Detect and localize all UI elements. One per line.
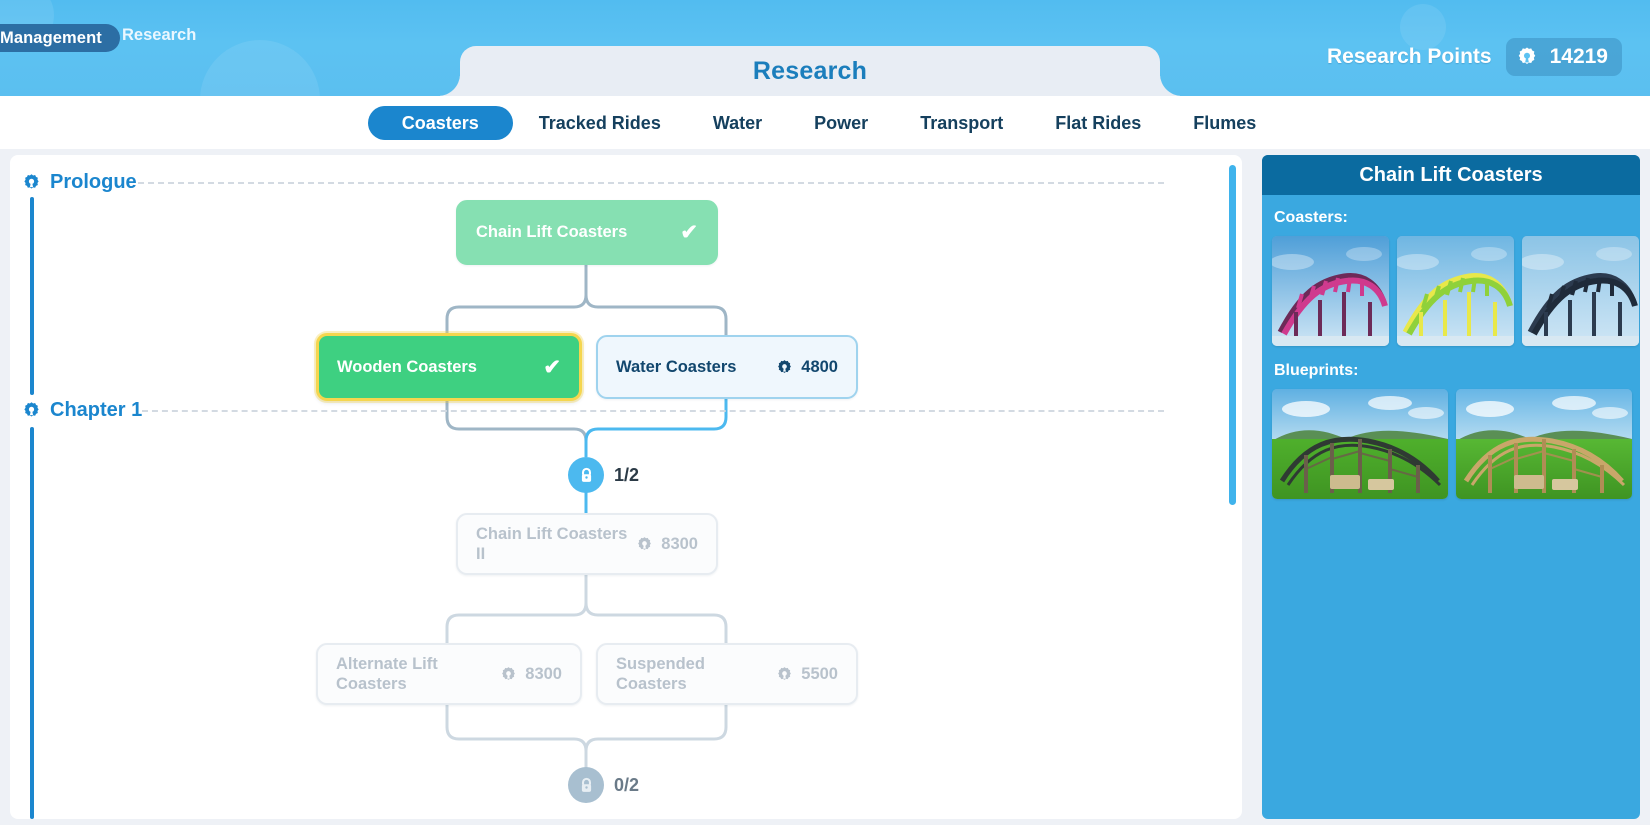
chapter-divider [138, 182, 1164, 184]
tree-node-label: Water Coasters [616, 357, 737, 376]
tree-node-wooden-coasters[interactable]: Wooden Coasters ✔ [316, 333, 582, 401]
sidebar-section-label: Coasters: [1274, 209, 1348, 226]
tab-power[interactable]: Power [814, 112, 869, 133]
tab-transport[interactable]: Transport [920, 112, 1004, 133]
lock-icon [568, 767, 604, 803]
tree-node-cost-value: 8300 [525, 664, 562, 683]
tree-gate-1[interactable]: 1/2 [568, 457, 639, 493]
chapter-bar-chapter-1 [30, 427, 34, 819]
tab-water[interactable]: Water [712, 112, 763, 133]
tree-node-cost: 5500 [776, 665, 838, 684]
chapter-row-prologue: Prologue [10, 167, 1242, 197]
sidebar-section-label: Blueprints: [1274, 362, 1359, 379]
gear-icon [776, 359, 793, 376]
sidebar-thumb-row [1272, 236, 1639, 346]
chapter-name: Prologue [50, 170, 137, 193]
tech-tree-canvas: Prologue Ch [10, 155, 1242, 819]
tree-scrollbar-thumb[interactable] [1229, 165, 1236, 505]
tree-node-suspended-coasters[interactable]: Suspended Coasters 5500 [596, 643, 858, 705]
page-title-tab: Research [460, 46, 1160, 96]
nav-research-link[interactable]: Research [122, 26, 197, 44]
detail-sidebar-title: Chain Lift Coasters [1262, 155, 1640, 195]
research-points-value: 14219 [1549, 45, 1608, 68]
tree-node-label: Alternate Lift Coasters [336, 654, 438, 693]
category-tabs: Coasters Tracked Rides Water Power Transport… [0, 96, 1650, 149]
main-content: Prologue Ch [0, 149, 1650, 825]
gear-icon [1516, 46, 1538, 68]
tree-node-alternate-lift-coasters[interactable]: Alternate Lift Coasters 8300 [316, 643, 582, 705]
decorative-bubble [200, 40, 320, 96]
tree-node-chain-lift-coasters-ii[interactable]: Chain Lift Coasters II 8300 [456, 513, 718, 575]
tree-node-cost-value: 8300 [661, 534, 698, 553]
chapter-bar-prologue [30, 197, 34, 395]
blueprint-thumb-light-woodie[interactable] [1456, 389, 1632, 499]
checkmark-icon: ✔ [543, 355, 561, 379]
tree-gate-progress: 1/2 [614, 464, 640, 485]
tree-node-label: Chain Lift Coasters II [476, 524, 628, 563]
tree-node-cost-value: 5500 [801, 664, 838, 683]
coaster-thumb-green[interactable] [1397, 236, 1514, 346]
research-points: Research Points 14219 [1327, 38, 1622, 76]
gear-icon [22, 173, 41, 192]
tab-coasters[interactable]: Coasters [367, 105, 513, 140]
blueprint-thumb-dark-woodie[interactable] [1272, 389, 1448, 499]
tree-node-cost: 4800 [776, 358, 838, 377]
research-points-badge: 14219 [1505, 38, 1622, 76]
gear-icon [500, 666, 517, 683]
chapter-label-prologue: Prologue [22, 167, 137, 197]
detail-sidebar-body: Coasters: Blueprints: [1262, 195, 1640, 525]
tab-flumes[interactable]: Flumes [1193, 112, 1257, 133]
tree-node-water-coasters[interactable]: Water Coasters 4800 [596, 335, 858, 399]
gear-icon [22, 401, 41, 420]
lock-icon [568, 457, 604, 493]
nav-management-tab[interactable]: Management [0, 24, 120, 52]
page-title: Research [752, 56, 868, 85]
chapter-name: Chapter 1 [50, 398, 143, 421]
tree-gate-2[interactable]: 0/2 [568, 767, 639, 803]
tab-tracked-rides[interactable]: Tracked Rides [538, 112, 661, 133]
gear-icon [776, 666, 793, 683]
coaster-thumb-dark[interactable] [1522, 236, 1639, 346]
tree-node-label: Suspended Coasters [616, 654, 705, 693]
coaster-thumb-magenta[interactable] [1272, 236, 1389, 346]
tree-node-cost: 8300 [500, 665, 562, 684]
chapter-row-chapter-1: Chapter 1 [10, 395, 1242, 425]
tree-node-label: Wooden Coasters [337, 357, 477, 376]
tree-node-cost-value: 4800 [801, 357, 838, 376]
decorative-bubble [1400, 4, 1446, 50]
top-bar: Management Research Research Points 1421… [0, 0, 1650, 96]
tree-gate-progress: 0/2 [614, 774, 640, 795]
tech-tree-panel[interactable]: Prologue Ch [10, 155, 1242, 819]
gear-icon [636, 536, 653, 553]
chapter-divider [142, 410, 1164, 412]
tree-node-chain-lift-coasters[interactable]: Chain Lift Coasters ✔ [456, 200, 718, 265]
sidebar-thumb-row [1272, 389, 1632, 499]
research-points-label: Research Points [1327, 45, 1492, 68]
detail-sidebar: Chain Lift Coasters Coasters: Blueprints: [1262, 155, 1640, 819]
tree-node-cost: 8300 [636, 535, 698, 554]
checkmark-icon: ✔ [680, 221, 698, 244]
tree-node-label: Chain Lift Coasters [476, 223, 628, 242]
tab-flat-rides[interactable]: Flat Rides [1055, 112, 1142, 133]
chapter-label-chapter-1: Chapter 1 [22, 395, 142, 425]
